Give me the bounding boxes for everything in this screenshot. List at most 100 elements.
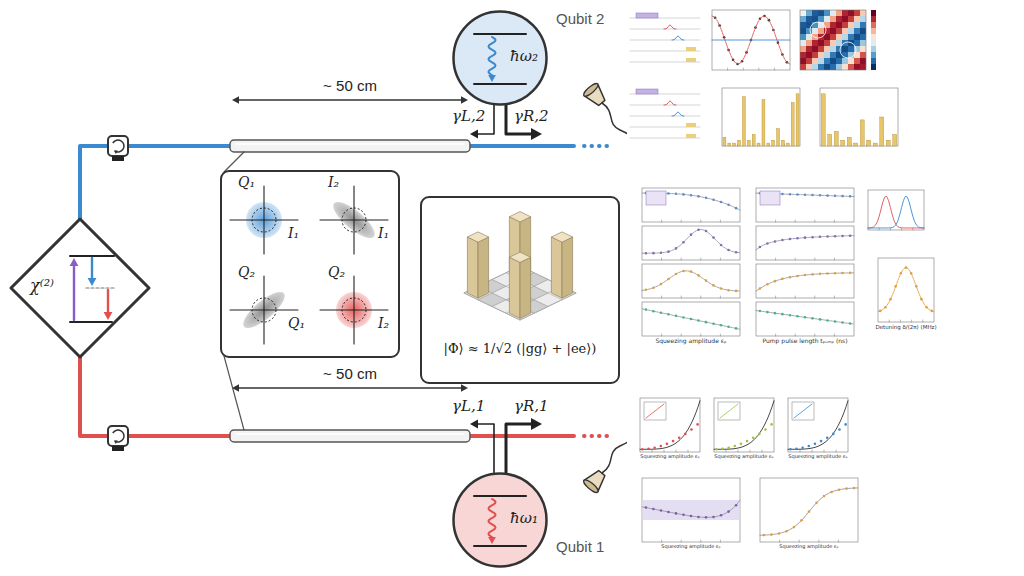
plot-point <box>682 193 685 196</box>
heatmap-cell <box>812 16 818 22</box>
heatmap-cell <box>818 40 824 46</box>
plot-tick <box>652 450 653 452</box>
plot-point <box>712 516 715 519</box>
plot-curve <box>788 401 848 450</box>
heatmap-cell <box>824 58 830 64</box>
horn-mouth <box>582 478 600 494</box>
colorbar-cell <box>871 46 876 52</box>
plot-point <box>804 316 807 319</box>
heatmap-cell <box>842 16 848 22</box>
plot-point <box>930 310 933 313</box>
arrow-head <box>470 130 478 139</box>
plot-bar <box>742 97 745 146</box>
plot-point <box>781 239 784 242</box>
heatmap-cell <box>848 34 854 40</box>
horn-mouth <box>582 82 600 98</box>
quadrature-label: Q₂ <box>238 264 255 280</box>
bar-side <box>520 257 531 318</box>
heatmap-cell <box>860 52 866 58</box>
plot-point <box>795 447 798 450</box>
heatmap-cell <box>818 52 824 58</box>
transition-arrow <box>107 290 109 314</box>
plot-tick <box>795 220 796 222</box>
plot-point <box>705 321 708 324</box>
colorbar-cell <box>871 58 876 64</box>
plot-curve <box>712 40 790 41</box>
plot-bar <box>781 140 784 146</box>
plot-curve <box>868 196 924 228</box>
heatmap-cell <box>854 34 860 40</box>
plot-point <box>645 308 648 311</box>
plot-tick <box>911 320 912 322</box>
plot-point <box>849 195 852 198</box>
zoom-line <box>224 356 244 430</box>
plot-frame <box>820 88 898 146</box>
plot-point <box>682 241 685 244</box>
plot-point <box>811 194 814 197</box>
qubit-circle: Qubit 1ħω₁ <box>452 472 548 568</box>
arrow-head <box>461 96 468 104</box>
plot-curve <box>868 196 924 228</box>
plot-point <box>853 487 856 490</box>
bloch-sphere <box>810 22 826 38</box>
plot-bar <box>752 134 755 146</box>
plot-point <box>844 423 847 426</box>
heatmap-cell <box>848 16 854 22</box>
plot-bar <box>791 103 794 147</box>
plot-point <box>925 306 928 309</box>
inset-plot <box>760 191 780 205</box>
plot-curve <box>756 236 854 250</box>
plot-curve <box>794 404 812 418</box>
plot-point <box>740 443 743 446</box>
plot-point <box>672 440 675 443</box>
bar-side <box>467 237 478 298</box>
plot-tick <box>681 540 682 542</box>
plot-curve <box>640 401 700 450</box>
plot-tick <box>750 450 751 452</box>
plot-point <box>690 515 693 518</box>
colorbar-cell <box>871 34 876 40</box>
plot-point <box>774 280 777 283</box>
plot-point <box>746 440 749 443</box>
plot-point <box>647 447 650 450</box>
plot-point <box>720 514 723 517</box>
plot-point <box>819 273 822 276</box>
plot-point <box>758 433 761 436</box>
plot-tick <box>900 320 901 322</box>
plot-point <box>675 512 678 515</box>
arrow-head <box>488 75 496 82</box>
energy-level <box>70 255 114 257</box>
plot-point <box>667 511 670 514</box>
plot-curve <box>712 16 790 64</box>
heatmap-cell <box>812 28 818 34</box>
quadrature-label: I₁ <box>288 225 299 241</box>
plot-point <box>705 279 708 282</box>
heatmap-cell <box>836 46 842 52</box>
dimension-line <box>238 387 462 389</box>
plot-tick <box>795 258 796 260</box>
heatmap-cell <box>842 46 848 52</box>
plot-point <box>715 448 718 451</box>
plot-tick <box>812 450 813 452</box>
readout-horn <box>582 82 609 109</box>
plot-bar <box>847 137 851 146</box>
plot-point <box>652 310 655 313</box>
nonlinearity-label: χ⁽²⁾ <box>30 277 54 295</box>
plot-point <box>735 251 738 254</box>
heatmap-cell <box>806 46 812 52</box>
plot-band <box>643 500 740 520</box>
plot-point <box>678 436 681 439</box>
heatmap-cell <box>842 22 848 28</box>
arrow-head <box>70 258 79 266</box>
plot-point <box>811 273 814 276</box>
heatmap-cell <box>806 10 812 16</box>
plot-point <box>696 423 699 426</box>
bar-top <box>509 212 530 222</box>
plot-curve <box>756 311 854 325</box>
plot-tick <box>661 296 662 298</box>
plot-point <box>766 242 769 245</box>
plot-point <box>815 502 818 505</box>
heatmap-cell <box>860 16 866 22</box>
plot-frame <box>722 88 800 146</box>
transition-arrow <box>91 258 93 280</box>
